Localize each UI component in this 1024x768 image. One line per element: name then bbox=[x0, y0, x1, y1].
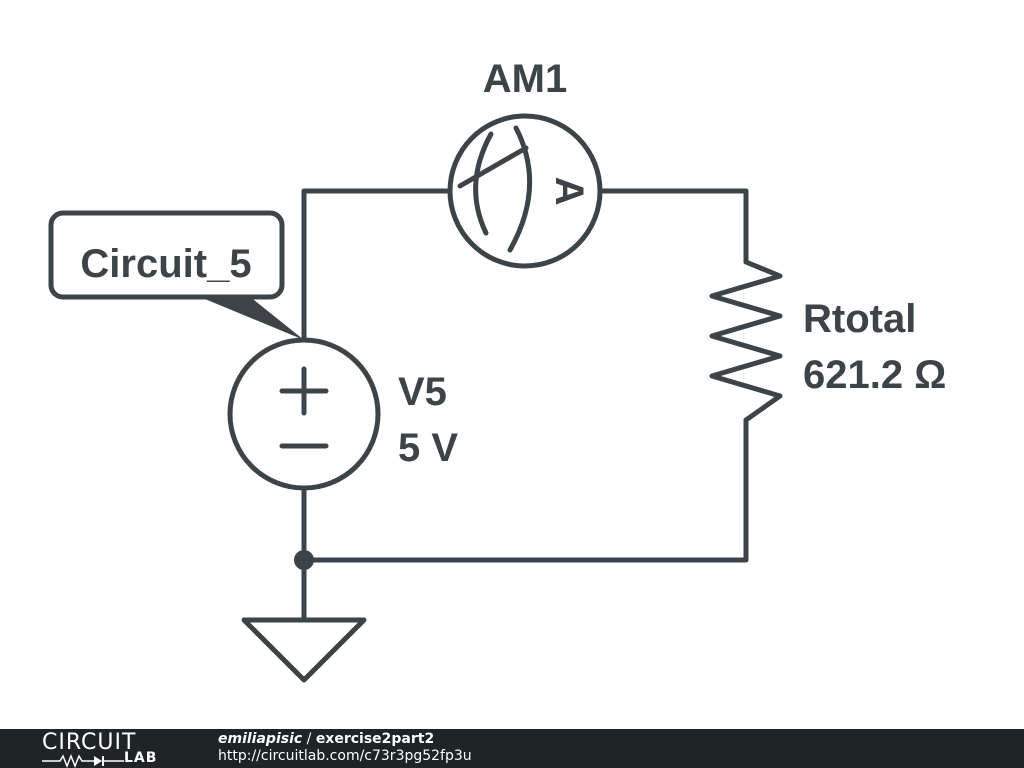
source-value: 5 V bbox=[398, 426, 458, 470]
author-link[interactable]: emiliapisic bbox=[218, 731, 303, 747]
resistor-name: Rtotal bbox=[803, 297, 916, 341]
wire-left-top bbox=[301, 188, 453, 343]
wire-right-top bbox=[597, 188, 749, 265]
source-name: V5 bbox=[398, 370, 447, 414]
resistor-rtotal bbox=[709, 259, 783, 423]
ammeter-am1: A bbox=[447, 113, 603, 269]
logo-circuit-text: CIRCUIT bbox=[42, 730, 137, 755]
ground-symbol bbox=[241, 617, 367, 683]
logo-lab-text: LAB bbox=[124, 750, 158, 766]
circuit-schematic: A AM1 V5 5 V Rtotal 621.2 Ω Circuit_5 bbox=[48, 57, 946, 683]
ammeter-symbol: A bbox=[547, 177, 591, 206]
ammeter-label: AM1 bbox=[483, 57, 567, 101]
wire-right-bottom bbox=[301, 417, 749, 563]
circuit-title[interactable]: exercise2part2 bbox=[315, 731, 435, 747]
voltage-source-v5 bbox=[227, 337, 381, 491]
junction-dot bbox=[294, 550, 314, 570]
path-separator: / bbox=[306, 731, 312, 747]
circuit-callout: Circuit_5 bbox=[48, 210, 304, 340]
circuitlab-logo[interactable]: CIRCUIT LAB bbox=[42, 730, 182, 768]
circuit-url[interactable]: http://circuitlab.com/c73r3pg52fp3u bbox=[218, 748, 472, 764]
callout-label: Circuit_5 bbox=[80, 242, 251, 286]
resistor-value: 621.2 Ω bbox=[803, 353, 946, 397]
footer-meta: emiliapisic / exercise2part2 http://circ… bbox=[218, 731, 472, 765]
callout-pointer bbox=[188, 292, 304, 340]
footer-bar: CIRCUIT LAB emiliapisic / exercise2part2… bbox=[0, 729, 1024, 768]
logo-resistor-diode-icon bbox=[42, 754, 124, 768]
